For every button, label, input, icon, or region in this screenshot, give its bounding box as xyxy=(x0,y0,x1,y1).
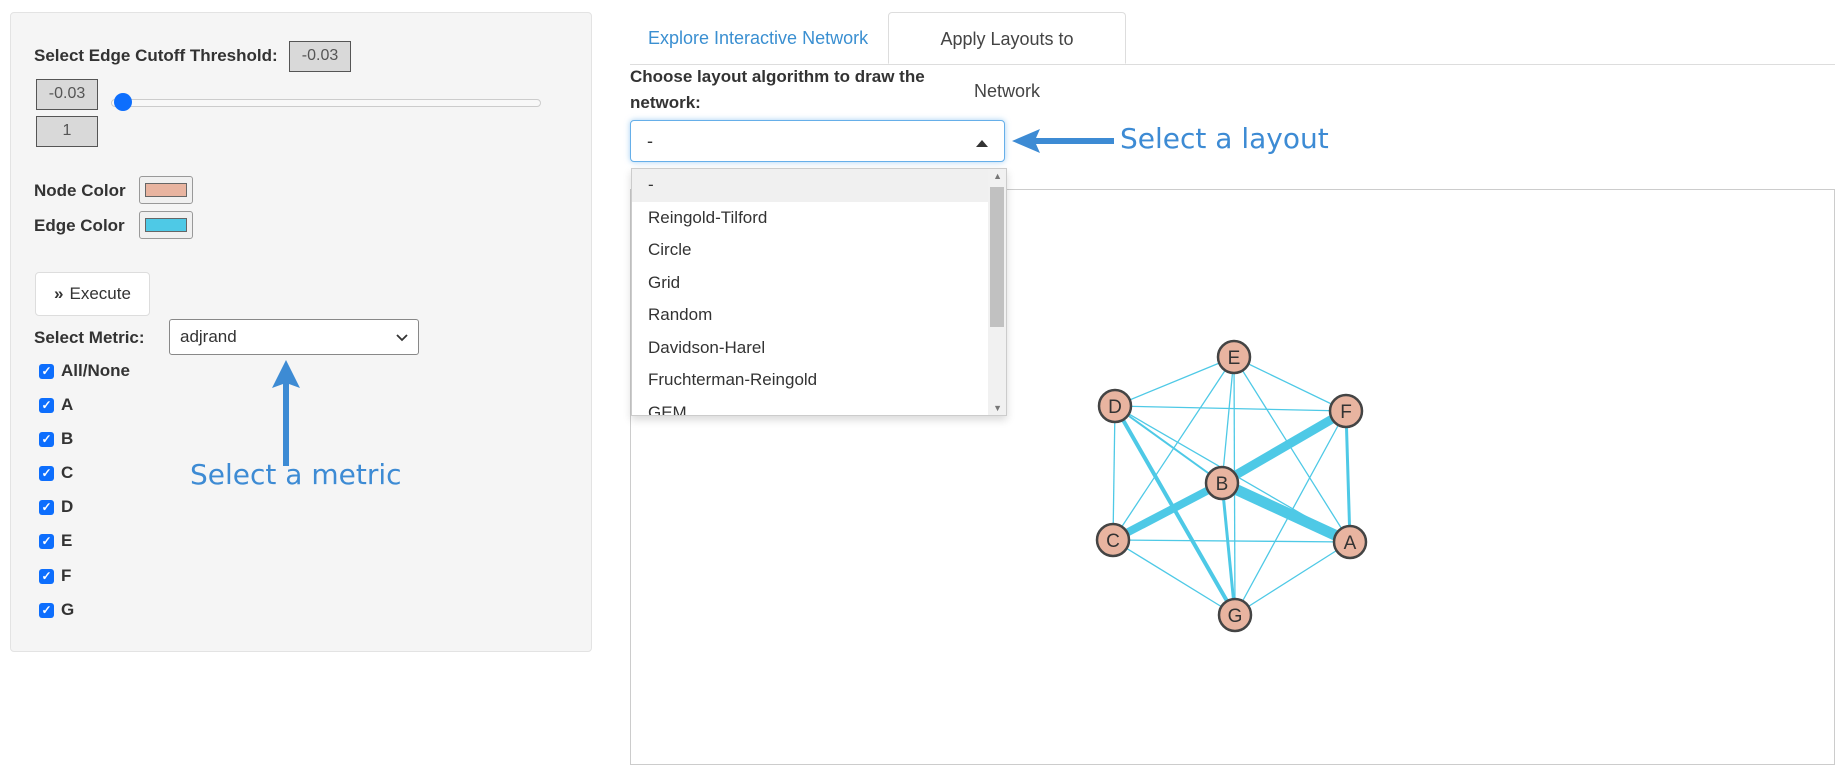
edge-color-picker[interactable] xyxy=(139,211,193,239)
cutoff-slider-track[interactable] xyxy=(111,99,541,107)
node-circle[interactable] xyxy=(1217,597,1253,633)
layout-option[interactable]: Davidson-Harel xyxy=(648,337,766,357)
network-edge xyxy=(1234,541,1351,616)
network-edge xyxy=(1112,356,1235,541)
edge-color-swatch xyxy=(145,218,187,232)
layout-option[interactable]: Random xyxy=(648,305,713,324)
dropdown-scrollbar-thumb[interactable] xyxy=(990,187,1004,327)
tab-explore-network[interactable]: Explore Interactive Network xyxy=(648,28,869,48)
network-graph[interactable]: A B C D E F G xyxy=(631,190,1834,764)
layout-label: Choose layout algorithm to draw the netw… xyxy=(630,67,925,112)
node-label: G xyxy=(1228,606,1243,627)
slider-min-label: -0.03 xyxy=(36,79,98,110)
network-edge xyxy=(1112,539,1236,616)
slider-max-label: 1 xyxy=(36,116,98,147)
layout-option[interactable]: Reingold-Tilford xyxy=(648,207,768,227)
node-circle[interactable] xyxy=(1328,393,1364,429)
checkmark-icon: ✓ xyxy=(39,363,54,379)
network-node-g[interactable]: G xyxy=(1217,597,1253,633)
network-edge xyxy=(1344,410,1352,543)
network-edge xyxy=(1114,405,1223,484)
network-edge xyxy=(1234,410,1347,616)
network-node-e[interactable]: E xyxy=(1216,339,1252,375)
network-node-f[interactable]: F xyxy=(1328,393,1364,429)
network-edge xyxy=(1219,478,1353,547)
edge-color-label: Edge Color xyxy=(34,216,125,235)
checkmark-icon: ✓ xyxy=(39,602,54,618)
execute-button-label: Execute xyxy=(69,284,131,303)
up-arrow-icon xyxy=(272,360,300,466)
network-node-a[interactable]: A xyxy=(1332,524,1368,560)
checkmark-icon: ✓ xyxy=(39,568,54,584)
layout-select[interactable]: - xyxy=(630,120,1005,162)
node-color-swatch xyxy=(145,183,187,197)
metric-selected-value: adjrand xyxy=(180,327,237,346)
execute-button[interactable]: » Execute xyxy=(35,272,150,316)
network-edge xyxy=(1220,482,1237,616)
cutoff-value-readout: -0.03 xyxy=(289,41,351,72)
node-label: A xyxy=(1344,533,1357,554)
node-circle[interactable] xyxy=(1204,465,1240,501)
checkmark-icon: ✓ xyxy=(39,465,54,481)
network-edge xyxy=(1221,356,1235,484)
network-node-c[interactable]: C xyxy=(1095,522,1131,558)
checkbox-all-none[interactable]: ✓All/None xyxy=(39,361,130,381)
network-node-d[interactable]: D xyxy=(1097,388,1133,424)
scroll-up-icon[interactable]: ▲ xyxy=(993,171,1002,181)
network-edge xyxy=(1112,539,1351,543)
network-node-b[interactable]: B xyxy=(1204,465,1240,501)
network-edge xyxy=(1233,356,1347,412)
checkbox-b[interactable]: ✓B xyxy=(39,429,73,449)
checkbox-a[interactable]: ✓A xyxy=(39,395,73,415)
network-edge xyxy=(1233,356,1351,543)
checkmark-icon: ✓ xyxy=(39,431,54,447)
node-circle[interactable] xyxy=(1216,339,1252,375)
checkbox-g[interactable]: ✓G xyxy=(39,600,74,620)
left-arrow-icon xyxy=(1012,129,1114,153)
caret-up-icon xyxy=(976,131,988,152)
node-label: E xyxy=(1228,348,1241,369)
layout-annotation: Select a layout xyxy=(1120,122,1329,155)
layout-option[interactable]: - xyxy=(632,169,1006,202)
cutoff-label: Select Edge Cutoff Threshold: xyxy=(34,46,278,65)
metric-annotation: Select a metric xyxy=(190,458,402,491)
node-label: B xyxy=(1216,474,1229,495)
network-canvas[interactable]: A B C D E F G xyxy=(630,189,1835,765)
node-color-label: Node Color xyxy=(34,181,126,200)
double-chevron-right-icon: » xyxy=(54,284,64,303)
layout-option[interactable]: Fruchterman-Reingold xyxy=(648,370,818,389)
metric-label: Select Metric: xyxy=(34,328,145,347)
checkmark-icon: ✓ xyxy=(39,397,54,413)
node-label: D xyxy=(1108,397,1122,418)
node-circle[interactable] xyxy=(1097,388,1133,424)
checkbox-c[interactable]: ✓C xyxy=(39,463,73,483)
sidebar-panel: Select Edge Cutoff Threshold: -0.03 -0.0… xyxy=(10,12,592,652)
chevron-down-icon xyxy=(396,327,408,347)
tab-apply-layouts[interactable]: Apply Layouts to Network xyxy=(888,12,1126,101)
checkmark-icon: ✓ xyxy=(39,499,54,515)
network-edge xyxy=(1114,356,1235,407)
network-edge xyxy=(1112,405,1116,541)
node-label: F xyxy=(1340,402,1352,423)
node-circle[interactable] xyxy=(1332,524,1368,560)
checkmark-icon: ✓ xyxy=(39,533,54,549)
checkbox-f[interactable]: ✓F xyxy=(39,566,71,586)
checkbox-e[interactable]: ✓E xyxy=(39,531,72,551)
layout-selected-value: - xyxy=(647,130,653,151)
scroll-down-icon[interactable]: ▼ xyxy=(993,403,1002,413)
tab-bar: Explore Interactive Network Apply Layout… xyxy=(630,12,1835,101)
network-edge xyxy=(1113,405,1237,616)
node-color-picker[interactable] xyxy=(139,176,193,204)
layout-option[interactable]: GEM xyxy=(648,402,687,416)
checkbox-d[interactable]: ✓D xyxy=(39,497,73,517)
dropdown-scrollbar[interactable]: ▲ ▼ xyxy=(988,169,1006,415)
layout-option[interactable]: Grid xyxy=(648,272,681,292)
node-label: C xyxy=(1106,531,1120,552)
metric-select[interactable]: adjrand xyxy=(169,319,419,355)
layout-dropdown-list[interactable]: - Reingold-Tilford Circle Grid Random Da… xyxy=(631,168,1007,416)
network-edge xyxy=(1114,405,1347,412)
layout-option[interactable]: Circle xyxy=(648,240,692,259)
cutoff-slider-thumb[interactable] xyxy=(114,93,132,111)
node-circle[interactable] xyxy=(1095,522,1131,558)
